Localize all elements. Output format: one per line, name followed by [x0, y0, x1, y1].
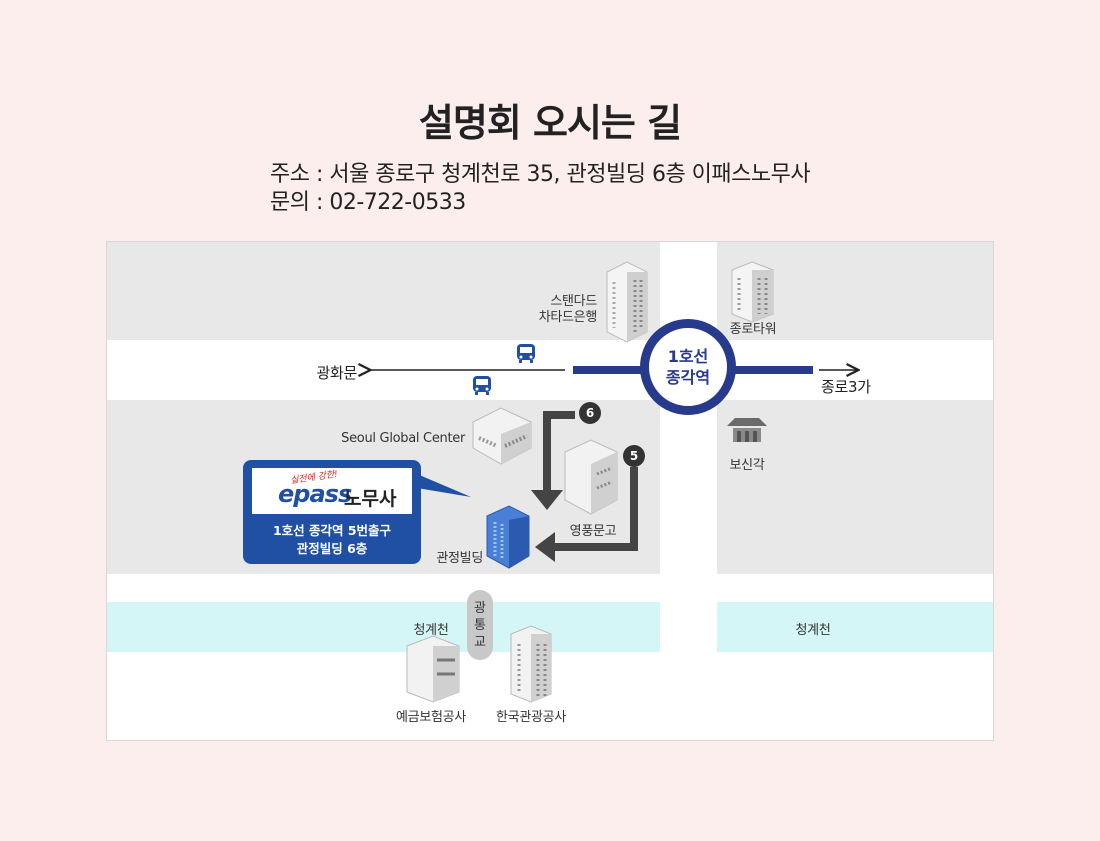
block-nw	[107, 242, 660, 340]
route-exit-5-head	[535, 532, 555, 562]
bridge-char: 광	[474, 600, 486, 616]
exit-5-badge: 5	[623, 445, 645, 467]
building-bosingak	[727, 418, 767, 442]
label-gwanghwamun: 광화문	[316, 364, 357, 382]
stream-right	[717, 602, 993, 652]
label-kdic: 예금보험공사	[396, 710, 466, 725]
block-se	[717, 400, 993, 574]
building-seoul-global-center	[472, 407, 532, 465]
bridge-char: 통	[474, 617, 486, 633]
bridge-char: 교	[474, 634, 486, 650]
building-gwanjeong	[486, 505, 530, 569]
label-seoul-global-center: Seoul Global Center	[341, 431, 465, 446]
map-canvas	[107, 242, 993, 703]
label-gwanjeong: 관정빌딩	[436, 551, 483, 566]
subway-line-west	[573, 366, 663, 374]
label-cheonggyecheon-left: 청계천	[413, 623, 449, 638]
label-kto: 한국관광공사	[496, 710, 566, 725]
label-youngpoong: 영풍문고	[569, 524, 617, 539]
callout-pointer	[417, 474, 471, 497]
building-jongro-tower	[731, 261, 774, 323]
route-exit-5	[551, 467, 638, 551]
route-exit-6	[543, 411, 575, 497]
jonggak-station-marker: 1호선 종각역	[640, 319, 736, 415]
station-line: 1호선	[667, 347, 709, 366]
building-standard-chartered	[606, 261, 648, 343]
callout-line-2: 관정빌딩 6층	[296, 541, 368, 556]
station-name: 종각역	[665, 368, 711, 387]
epass-callout: 실전에 강한! epass 노무사 1호선 종각역 5번출구 관정빌딩 6층	[243, 460, 421, 564]
label-jongno3ga: 종로3가	[821, 378, 871, 396]
logo-brand-suffix: 노무사	[344, 488, 397, 510]
epass-logo: 실전에 강한! epass 노무사	[252, 468, 412, 514]
bus-icon	[473, 376, 491, 395]
address-text: 주소 : 서울 종로구 청계천로 35, 관정빌딩 6층 이패스노무사	[270, 162, 811, 187]
building-youngpoong	[564, 439, 618, 515]
contact-text: 문의 : 02-722-0533	[270, 190, 466, 215]
exit-6-badge: 6	[579, 402, 601, 424]
route-exit-6-head	[531, 490, 563, 510]
logo-brand: epass	[278, 480, 352, 508]
page-title: 설명회 오시는 길	[418, 101, 682, 145]
label-bosingak: 보신각	[729, 458, 765, 473]
callout-line-1: 1호선 종각역 5번출구	[272, 523, 392, 538]
subway-line-east	[715, 366, 813, 374]
location-map: 1호선 종각역 6 5 광화문 종로3가 스탠다드 차타드은행 종로타워 Seo…	[106, 241, 994, 741]
bus-icon	[517, 344, 535, 363]
stream-left	[107, 602, 660, 652]
building-kto	[510, 625, 552, 703]
label-standard-chartered-2: 차타드은행	[538, 310, 598, 325]
label-standard-chartered-1: 스탠다드	[550, 294, 597, 309]
label-jongro-tower: 종로타워	[729, 322, 777, 337]
label-cheonggyecheon-right: 청계천	[795, 623, 831, 638]
building-kdic	[406, 635, 460, 703]
bridge-gwangtong: 광 통 교	[467, 590, 493, 660]
callout-text: 1호선 종각역 5번출구 관정빌딩 6층	[243, 522, 421, 558]
